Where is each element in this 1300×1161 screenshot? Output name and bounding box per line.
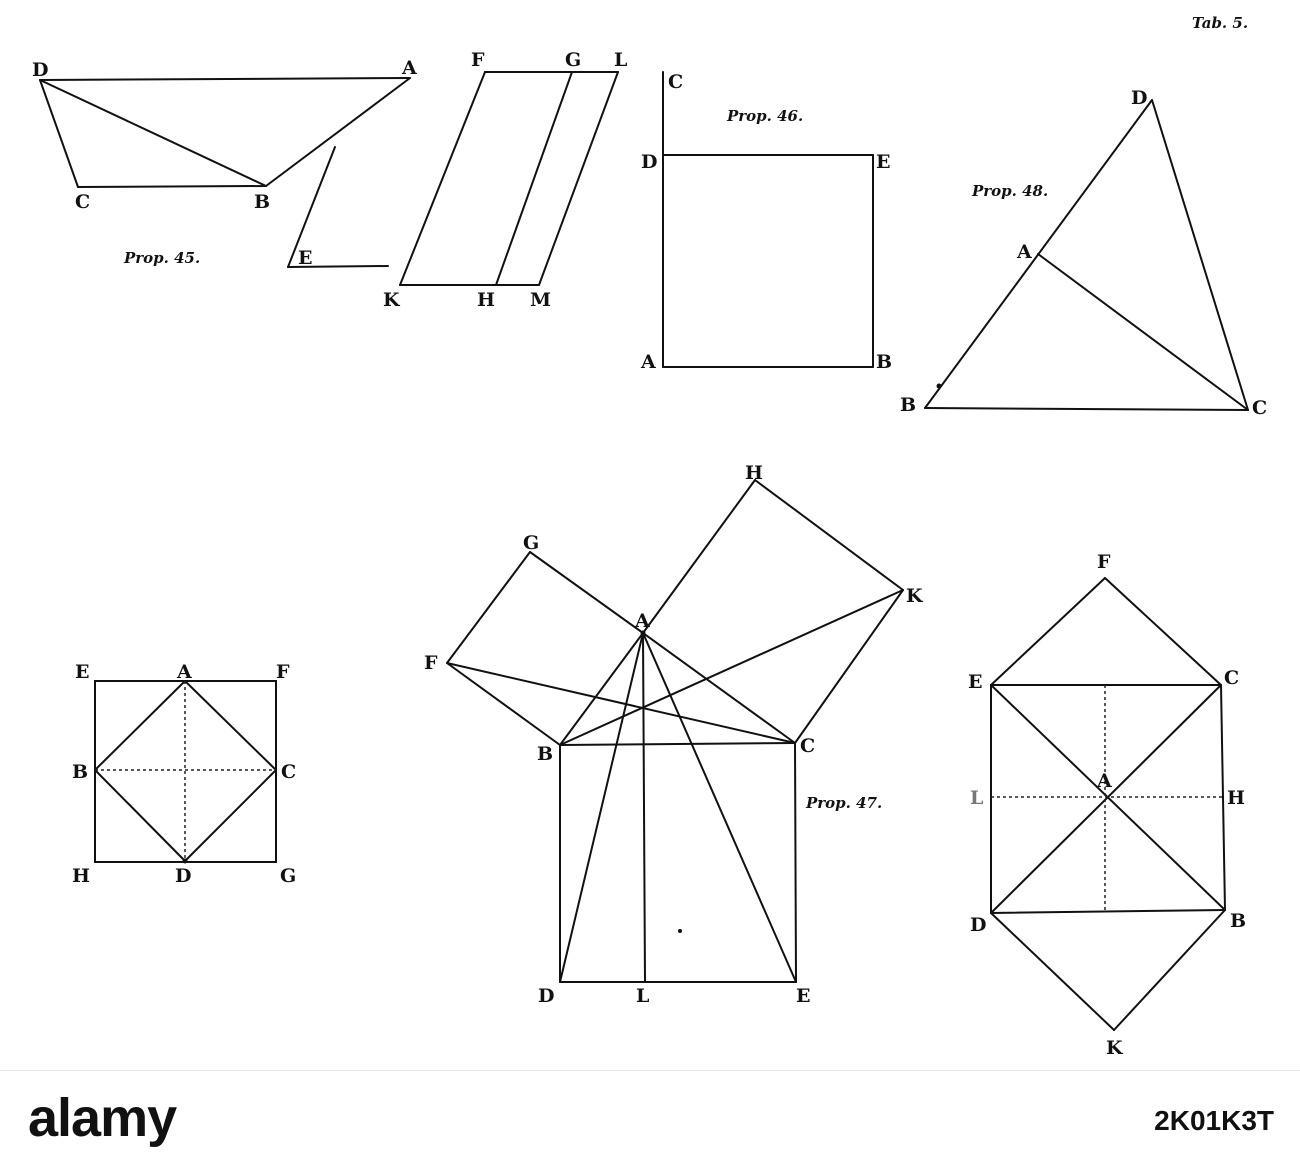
square-label-a: A xyxy=(176,661,192,683)
prop45-angle-e xyxy=(287,146,389,268)
prop47-label-g: G xyxy=(523,532,539,554)
prop47-label-h: H xyxy=(745,462,763,484)
prop46-label-e: E xyxy=(876,151,890,173)
geometry-plate: Tab. 5. D A B C E F G L K H M Prop. 45. … xyxy=(32,14,1268,1059)
prop45-label-e: E xyxy=(298,247,312,269)
prop47-label-l: L xyxy=(636,985,649,1007)
hexagon-label-h: H xyxy=(1227,787,1245,809)
prop45-caption: Prop. 45. xyxy=(123,249,200,267)
prop46-label-b: B xyxy=(876,351,892,373)
plate-drawing: Tab. 5. D A B C E F G L K H M Prop. 45. … xyxy=(32,14,1267,1059)
hexagon-label-d: D xyxy=(970,914,986,936)
square-label-c: C xyxy=(281,761,296,783)
hexagon-label-c: C xyxy=(1224,667,1239,689)
prop45-label-m: M xyxy=(530,289,551,311)
speck xyxy=(182,858,188,864)
square-label-h: H xyxy=(72,865,90,887)
image-id: 2K01K3T xyxy=(1154,1105,1274,1136)
square-label-f: F xyxy=(276,661,290,683)
prop47-label-d: D xyxy=(538,985,554,1007)
prop46-label-a: A xyxy=(640,351,656,373)
prop48-caption: Prop. 48. xyxy=(971,182,1048,200)
prop47-figure xyxy=(446,479,904,983)
hexagon-label-b: B xyxy=(1230,910,1246,932)
hexagon-label-f: F xyxy=(1097,551,1111,573)
hexagon-label-k: K xyxy=(1106,1037,1124,1059)
prop45-label-b: B xyxy=(254,191,270,213)
prop48-triangle xyxy=(924,99,1249,411)
alamy-logo: alamy xyxy=(28,1088,177,1148)
hexagon-label-a: A xyxy=(1096,770,1112,792)
prop47-label-c: C xyxy=(800,735,815,757)
prop45-label-a: A xyxy=(401,57,417,79)
hexagon-label-e: E xyxy=(968,671,982,693)
prop47-caption: Prop. 47. xyxy=(805,794,882,812)
inscribed-square-figure xyxy=(94,680,277,863)
prop46-label-c: C xyxy=(668,71,683,93)
prop47-label-a: A xyxy=(634,610,650,632)
hexagon-figure xyxy=(990,577,1226,1031)
prop48-label-a: A xyxy=(1016,241,1032,263)
prop47-label-f: F xyxy=(424,652,438,674)
prop47-label-k: K xyxy=(906,585,924,607)
hexagon-label-l: L xyxy=(970,787,983,809)
speck xyxy=(936,383,942,389)
prop48-label-d: D xyxy=(1131,87,1147,109)
prop45-parallelogram xyxy=(399,71,619,286)
prop45-label-d: D xyxy=(32,59,48,81)
square-label-d: D xyxy=(175,865,191,887)
prop48-label-c: C xyxy=(1252,397,1267,419)
speck xyxy=(640,630,646,636)
prop46-label-d: D xyxy=(641,151,657,173)
prop45-label-k: K xyxy=(383,289,401,311)
prop45-label-g: G xyxy=(565,49,581,71)
speck xyxy=(678,929,682,933)
watermark-banner: alamy 2K01K3T xyxy=(0,1070,1300,1161)
prop48-label-b: B xyxy=(900,394,916,416)
square-label-g: G xyxy=(280,865,296,887)
prop45-label-c: C xyxy=(75,191,90,213)
square-label-e: E xyxy=(75,661,89,683)
prop45-label-h: H xyxy=(477,289,495,311)
prop45-trapezoid xyxy=(39,77,411,188)
prop47-label-b: B xyxy=(537,743,553,765)
prop47-label-e: E xyxy=(796,985,810,1007)
tab-label: Tab. 5. xyxy=(1192,14,1248,32)
square-label-b: B xyxy=(72,761,88,783)
prop46-square xyxy=(662,71,874,368)
prop45-label-l: L xyxy=(614,49,627,71)
prop45-label-f: F xyxy=(471,49,485,71)
prop46-caption: Prop. 46. xyxy=(726,107,803,125)
